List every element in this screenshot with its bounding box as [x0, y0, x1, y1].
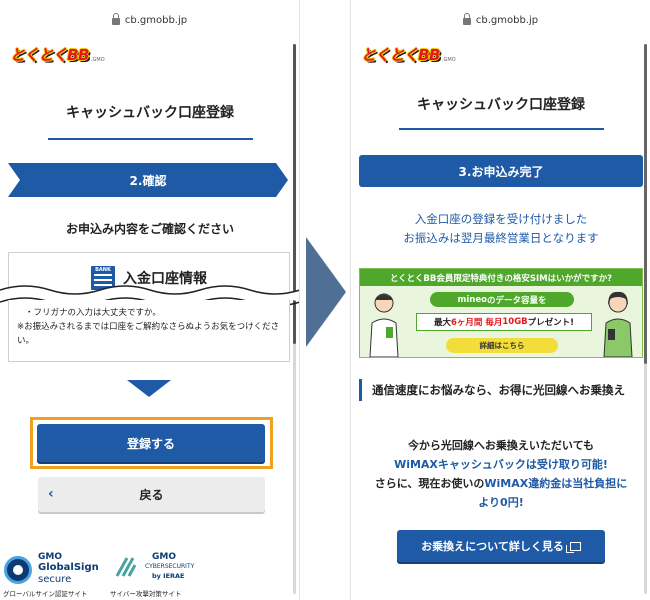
address-bar[interactable]: cb.gmobb.jp	[0, 0, 299, 40]
globalsign-secure: secure	[38, 574, 72, 585]
step-indicator: 2.確認	[8, 163, 288, 197]
note-item: ※お振込みされるまでは口座をご解約なさらぬようお気をつけください。	[17, 322, 280, 346]
logo-text: とくとくBB	[10, 46, 89, 64]
address-bar[interactable]: cb.gmobb.jp	[351, 0, 650, 40]
url-text: cb.gmobb.jp	[124, 14, 188, 26]
body-line3-blue: WiMAX違約金は当社負担に	[484, 477, 628, 490]
body-line1: 今から光回線へお乗換えいただいても	[407, 439, 595, 452]
site-logo[interactable]: とくとくBB .GMO	[361, 44, 456, 65]
title-underline	[48, 138, 253, 140]
offer-months: 6ヶ月間	[450, 318, 483, 328]
logo-text: とくとくBB	[361, 46, 440, 64]
notes-box: ・フリガナの入力は大丈夫ですか。 ※お振込みされるまでは口座をご解約なさらぬよう…	[8, 300, 290, 362]
globalsign-caption: グローバルサイン認証サイト	[3, 590, 88, 598]
banner-details-button[interactable]: 詳細はこちら	[446, 338, 558, 353]
chevron-left-icon: ‹	[48, 486, 54, 502]
scrollbar[interactable]	[644, 44, 647, 594]
site-logo[interactable]: とくとくBB .GMO	[10, 44, 105, 65]
lock-icon	[462, 13, 471, 25]
cybersecurity-logo-icon	[115, 557, 137, 577]
bank-icon	[91, 265, 115, 290]
completion-message-line1: 入金口座の登録を受け付けました	[414, 212, 588, 226]
scrollbar-thumb[interactable]	[644, 44, 647, 364]
logo-sub: .GMO	[90, 57, 105, 63]
cybersecurity-by: by IERAE	[152, 572, 185, 580]
banner-pill-brand: mineo	[457, 294, 487, 305]
completion-message-line2: お振込みは翌月最終営業日となります	[403, 231, 599, 245]
title-underline	[399, 128, 604, 130]
offer-pre: 最大	[433, 318, 451, 328]
back-button[interactable]: ‹ 戻る	[38, 477, 265, 512]
scrollbar[interactable]	[293, 44, 296, 594]
back-button-label: 戻る	[139, 488, 164, 502]
offer-post: プレゼント!	[527, 318, 575, 328]
logo-sub: .GMO	[441, 57, 456, 63]
step-indicator: 3.お申込み完了	[359, 155, 643, 187]
person-left-illustration	[369, 293, 399, 357]
offer-mid: 毎月	[485, 318, 503, 328]
fiber-offer-text: 今から光回線へお乗換えいただいても WiMAXキャッシュバックは受け取り可能! …	[351, 436, 650, 512]
highlight-frame	[30, 417, 273, 469]
person-right-illustration	[603, 291, 633, 357]
cybersecurity-gmo: GMO	[152, 552, 176, 562]
scrollbar-thumb[interactable]	[293, 44, 296, 344]
page-title: キャッシュバック口座登録	[66, 105, 234, 121]
bank-section-label: 入金口座情報	[123, 270, 207, 287]
lock-icon	[111, 13, 120, 25]
register-button[interactable]: 登録する	[37, 424, 265, 462]
url-text: cb.gmobb.jp	[475, 14, 539, 26]
banner-pill-rest: のデータ容量を	[486, 295, 547, 306]
offer-amount: 10GB	[502, 317, 528, 327]
confirm-heading: お申込み内容をご確認ください	[65, 222, 234, 236]
phone-screen-complete: cb.gmobb.jp とくとくBB .GMO キャッシュバック口座登録 3.お…	[350, 0, 650, 600]
globalsign-name: GlobalSign	[38, 562, 99, 573]
cybersecurity-caption: サイバー攻撃対策サイト	[110, 590, 182, 598]
security-badges: GMO GlobalSign secure グローバルサイン認証サイト GMO …	[0, 548, 299, 600]
banner-headline: とくとくBB会員限定特典付きの格安SIMはいかがですか?	[360, 269, 642, 286]
transition-arrow-icon	[306, 237, 346, 347]
page-title: キャッシュバック口座登録	[417, 97, 585, 113]
globalsign-logo-icon	[4, 556, 32, 584]
cybersecurity-name: CYBERSECURITY	[145, 563, 195, 570]
section-heading: 通信速度にお悩みなら、お得に光回線へお乗換え	[359, 379, 649, 401]
body-line2: WiMAXキャッシュバックは受け取り可能!	[394, 458, 608, 471]
external-link-icon	[565, 541, 581, 553]
body-line4: より0円!	[478, 496, 524, 509]
switch-details-label: お乗換えについて詳しく見る	[421, 540, 564, 553]
phone-screen-confirm: cb.gmobb.jp とくとくBB .GMO キャッシュバック口座登録 2.確…	[0, 0, 300, 600]
body-line3-pre: さらに、現在お使いの	[374, 477, 485, 490]
globalsign-gmo: GMO	[38, 552, 62, 562]
note-item: ・フリガナの入力は大丈夫ですか。	[25, 308, 161, 318]
down-arrow-icon	[127, 380, 171, 397]
switch-details-button[interactable]: お乗換えについて詳しく見る	[397, 530, 605, 562]
